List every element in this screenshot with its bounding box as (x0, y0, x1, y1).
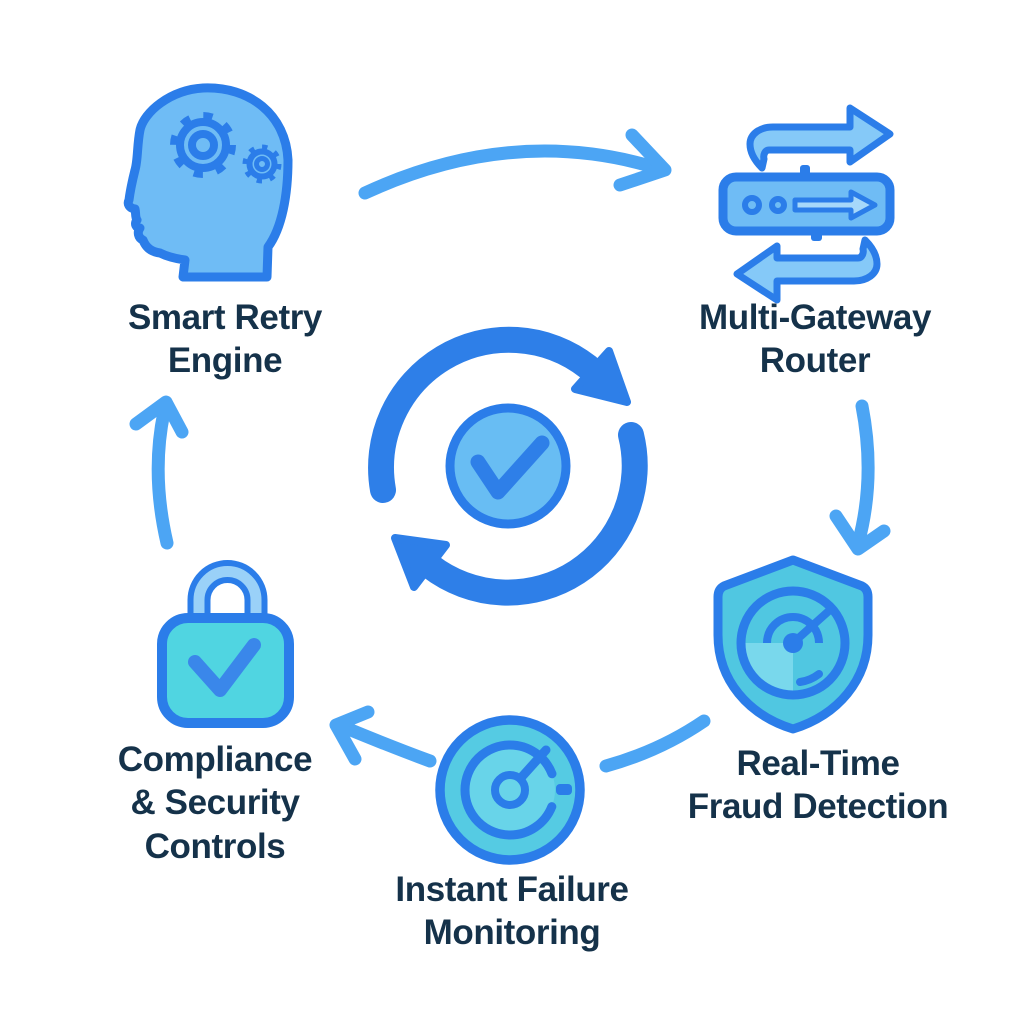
cycle-arc-top (368, 326, 601, 503)
arrow-monitoring-to-compliance-head (329, 705, 375, 766)
route-arrow-right (746, 104, 894, 172)
cycle-arrowhead-right (571, 347, 631, 406)
router-led (769, 196, 787, 214)
label-line: Multi-Gateway (698, 298, 932, 337)
padlock-check-icon (157, 560, 294, 728)
radar-outer-ring (736, 586, 850, 700)
lock-body (157, 613, 294, 728)
radar-blip-arc (796, 670, 823, 686)
check-mark (470, 435, 550, 500)
lock-shackle-highlight (193, 566, 262, 625)
label-smart-retry-engine: Smart Retry Engine (75, 296, 375, 383)
arrow-monitoring-to-compliance (339, 721, 437, 768)
label-real-time-fraud-detection: Real-Time Fraud Detection (658, 742, 978, 829)
check-circle (445, 403, 571, 529)
arrow-router-to-fraud-detection-head (829, 509, 891, 556)
gauge-hub (491, 771, 529, 809)
label-line: Instant Failure (395, 870, 629, 909)
arrow-engine-to-router-head (613, 128, 672, 192)
label-line: Smart Retry (127, 298, 322, 337)
label-line: Controls (144, 826, 286, 866)
arrow-engine-to-router (358, 144, 657, 200)
label-line: & Security (130, 783, 300, 823)
label-line: Compliance (117, 740, 313, 779)
radar-sector (745, 643, 793, 691)
gateway-router-icon (718, 104, 895, 310)
router-led (742, 195, 762, 215)
small-gear-icon (242, 144, 282, 184)
label-line: Monitoring (423, 913, 601, 953)
head-silhouette (123, 83, 293, 282)
label-line: Real-Time (736, 744, 900, 783)
arrow-compliance-to-engine (151, 405, 174, 550)
route-arrow-left (737, 240, 877, 300)
sync-cycle-check-icon (368, 326, 648, 606)
arrow-compliance-to-engine-head (129, 395, 189, 439)
gauge-tick (556, 784, 572, 795)
radar-center-dot (783, 633, 803, 653)
label-line: Router (759, 341, 871, 381)
shield-radar-icon (713, 555, 873, 734)
label-line: Fraud Detection (687, 787, 949, 827)
gauge-dial-ring (460, 740, 560, 840)
gauge-icon (435, 715, 585, 865)
lock-check-mark (188, 638, 261, 697)
label-instant-failure-monitoring: Instant Failure Monitoring (352, 868, 672, 955)
cycle-arrowhead-left (391, 534, 450, 591)
label-compliance-security-controls: Compliance & Security Controls (55, 738, 375, 868)
label-multi-gateway-router: Multi-Gateway Router (665, 296, 965, 383)
gear-icon (170, 112, 236, 178)
radar-inner-ring (763, 613, 823, 644)
arrow-router-to-fraud-detection (851, 399, 875, 551)
arc-fraud-detection-to-monitoring (599, 714, 711, 773)
router-forward-arrow (792, 189, 878, 221)
head-gears-icon (123, 83, 293, 282)
cycle-arc-bottom (417, 422, 648, 606)
label-line: Engine (167, 341, 283, 381)
